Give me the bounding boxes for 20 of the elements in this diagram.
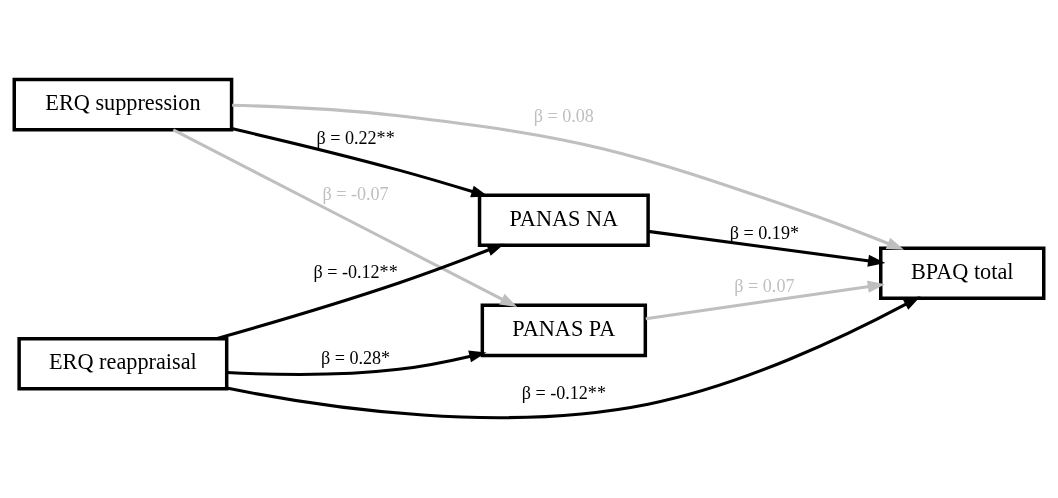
node-box: PANAS NA	[477, 193, 650, 248]
edge-label: β = -0.07	[322, 183, 389, 204]
node-box: PANAS PA	[480, 303, 648, 358]
arrow	[226, 350, 487, 376]
arrow	[215, 243, 505, 341]
edge-label: β = 0.28*	[320, 348, 391, 369]
node-box: ERQ reappraisal	[17, 336, 229, 391]
edge-label: β = 0.07	[734, 275, 795, 296]
node-box: ERQ suppression	[12, 77, 234, 132]
arrow	[645, 280, 885, 321]
edge-label: β = -0.12**	[313, 261, 398, 282]
edge-label: β = -0.12**	[521, 383, 606, 404]
arrow	[647, 229, 886, 267]
arrow	[172, 128, 518, 308]
edge-label: β = 0.19*	[729, 222, 800, 243]
edge-label: β = 0.08	[533, 105, 594, 126]
node-box: BPAQ total	[879, 246, 1046, 301]
edge-label: β = 0.22**	[316, 128, 395, 149]
arrow	[226, 296, 921, 420]
arrow	[232, 103, 905, 250]
